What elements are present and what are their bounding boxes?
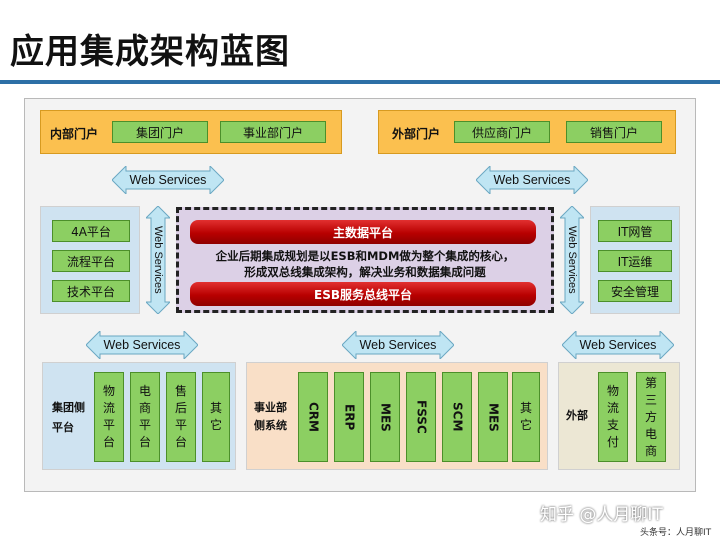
platform-process-box: 流程平台: [52, 250, 130, 272]
title-divider: [0, 80, 720, 84]
web-services-arrow-right-vertical: Web Services: [558, 205, 586, 315]
it-ops-box: IT运维: [598, 250, 672, 272]
external-portal-label: 外部门户: [392, 127, 441, 141]
division-system-scm: SCM: [442, 372, 472, 462]
web-services-label: Web Services: [129, 173, 207, 187]
web-services-arrow-lower-left: Web Services: [85, 329, 199, 361]
external-systems-label: 外部: [566, 409, 588, 422]
group-systems-label-line1: 集团侧: [52, 401, 85, 414]
supplier-portal-box: 供应商门户: [454, 121, 550, 143]
division-system-erp: ERP: [334, 372, 364, 462]
security-mgmt-box: 安全管理: [598, 280, 672, 302]
it-netmgmt-box: IT网管: [598, 220, 672, 242]
platform-4a-box: 4A平台: [52, 220, 130, 242]
web-services-arrow-top-left: Web Services: [111, 164, 225, 196]
internal-portal-label: 内部门户: [50, 127, 99, 141]
group-system-logistics: 物流平台: [94, 372, 124, 462]
web-services-label: Web Services: [579, 338, 657, 352]
footer-credit: 头条号：人月聊IT: [640, 528, 712, 538]
integration-description-line1: 企业后期集成规划是以ESB和MDM做为整个集成的核心，: [215, 249, 515, 263]
division-system-mes: MES: [370, 372, 400, 462]
web-services-label: Web Services: [103, 338, 181, 352]
esb-pipe: ESB服务总线平台: [190, 282, 536, 306]
division-system-other: 其它: [512, 372, 540, 462]
group-system-other: 其它: [202, 372, 230, 462]
division-system-fssc: FSSC: [406, 372, 436, 462]
division-system-mes-2: MES: [478, 372, 508, 462]
external-system-third-party-ecommerce: 第三方电商: [636, 372, 666, 462]
web-services-label: Web Services: [566, 226, 578, 294]
web-services-arrow-lower-right: Web Services: [561, 329, 675, 361]
group-systems-label-line2: 平台: [52, 421, 74, 434]
web-services-label: Web Services: [152, 226, 164, 294]
web-services-arrow-left-vertical: Web Services: [144, 205, 172, 315]
external-system-logistics-payment: 物流支付: [598, 372, 628, 462]
division-systems-label-line2: 侧系统: [254, 419, 287, 432]
division-systems-label-line1: 事业部: [254, 401, 287, 414]
web-services-arrow-top-right: Web Services: [475, 164, 589, 196]
group-system-aftersales: 售后平台: [166, 372, 196, 462]
web-services-arrow-lower-center: Web Services: [341, 329, 455, 361]
watermark: 知乎 @人月聊IT: [540, 505, 663, 525]
group-system-ecommerce: 电商平台: [130, 372, 160, 462]
integration-description-line2: 形成双总线集成架构，解决业务和数据集成问题: [244, 265, 486, 279]
division-system-crm: CRM: [298, 372, 328, 462]
platform-tech-box: 技术平台: [52, 280, 130, 302]
web-services-label: Web Services: [359, 338, 437, 352]
master-data-pipe: 主数据平台: [190, 220, 536, 244]
division-portal-box: 事业部门户: [220, 121, 326, 143]
web-services-label: Web Services: [493, 173, 571, 187]
group-portal-box: 集团门户: [112, 121, 208, 143]
sales-portal-box: 销售门户: [566, 121, 662, 143]
page-title: 应用集成架构蓝图: [10, 32, 290, 72]
